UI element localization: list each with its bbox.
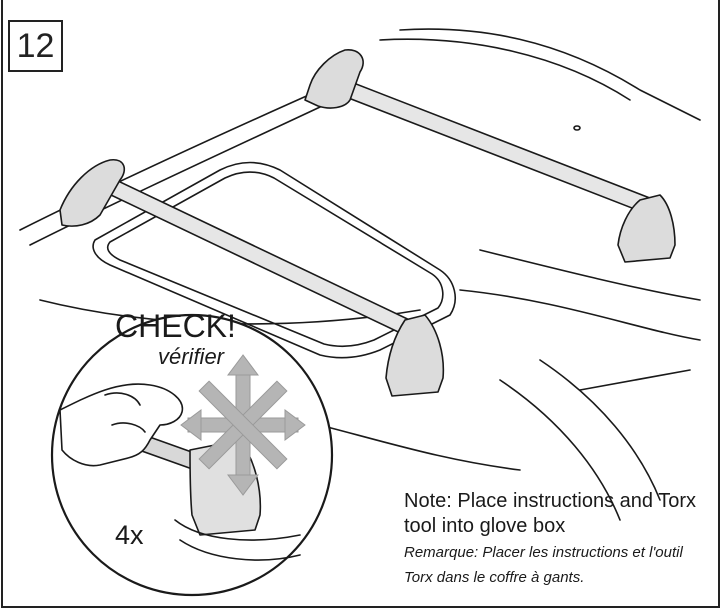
step-number: 12 <box>16 26 55 65</box>
quantity-label: 4x <box>115 520 144 550</box>
note-line-2: tool into glove box <box>404 515 566 537</box>
note-french-line-2: Torx dans le coffre à gants. <box>404 569 585 586</box>
car-roof-line <box>379 38 631 101</box>
front-foot-left <box>59 159 126 227</box>
hand-icon <box>59 383 184 467</box>
sunroof-panel-inner <box>106 171 444 348</box>
car-roof-line <box>579 369 691 391</box>
front-foot-right <box>385 314 445 397</box>
car-roof-line <box>459 289 701 341</box>
rear-foot-right <box>617 194 676 263</box>
check-label: CHECK! <box>115 308 236 344</box>
rear-foot-left <box>304 49 364 109</box>
note-french-line-1: Remarque: Placer les instructions et l'o… <box>404 544 683 561</box>
car-roof-line <box>499 379 621 521</box>
car-roof-line <box>299 419 521 471</box>
car-roof-line <box>539 359 661 501</box>
note-line-1: Note: Place instructions and Torx <box>404 490 697 512</box>
sunroof-panel <box>92 161 456 359</box>
check-arrows-icon <box>180 354 306 496</box>
car-roof-line <box>399 28 701 121</box>
step-number-box: 12 <box>8 20 63 72</box>
check-label-french: vérifier <box>158 344 225 369</box>
car-roof-line <box>479 249 701 301</box>
rear-crossbar <box>314 69 656 216</box>
